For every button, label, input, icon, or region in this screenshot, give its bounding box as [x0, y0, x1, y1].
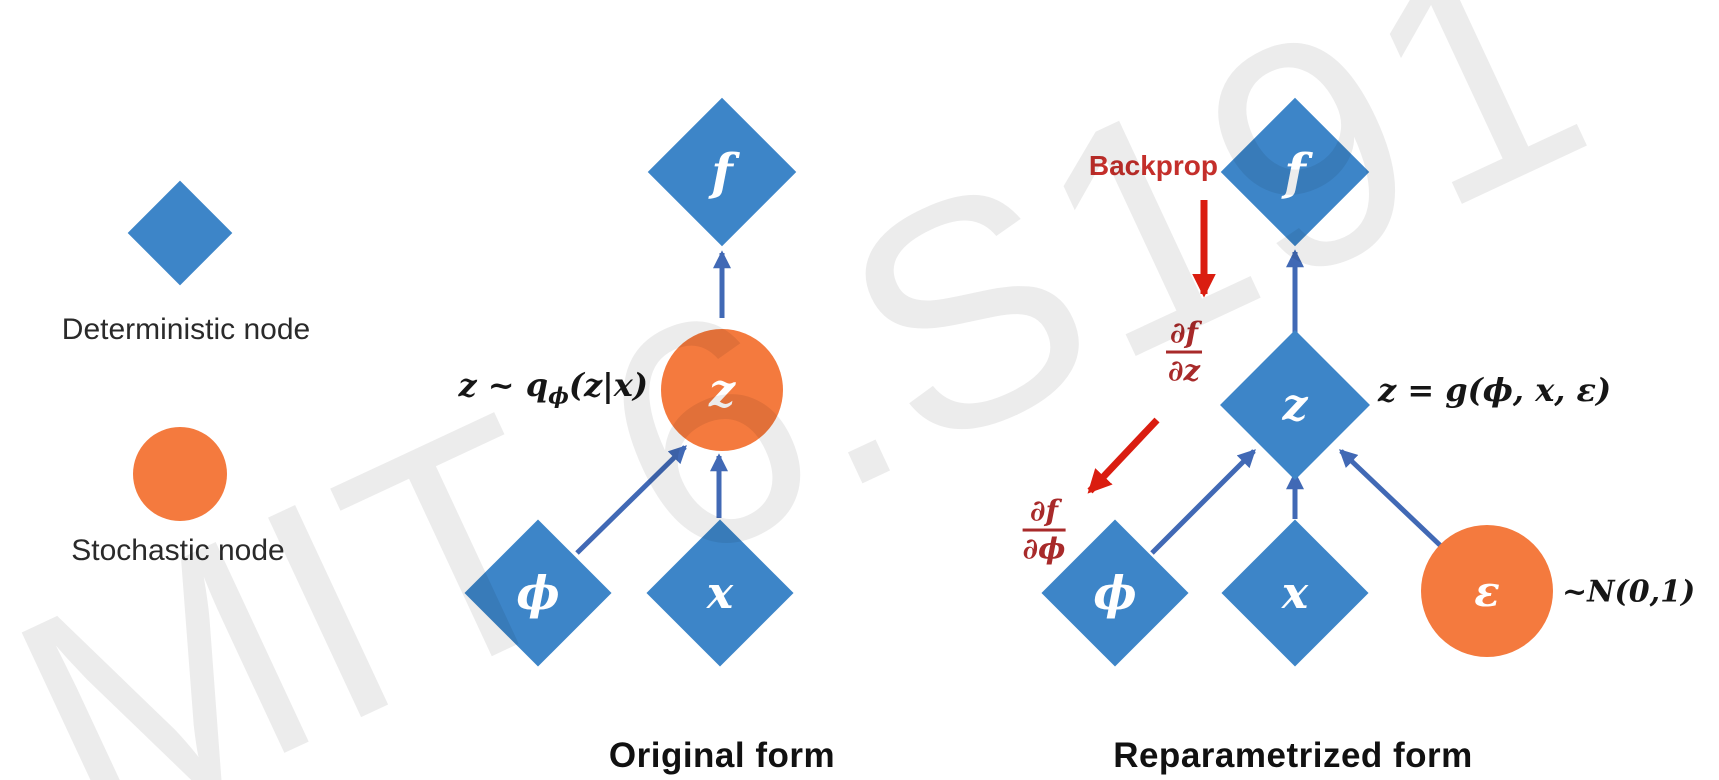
df-dphi-denominator: ∂ϕ [1022, 532, 1066, 566]
arrow-backprop-diagonal [1087, 417, 1160, 494]
df-dphi-numerator: ∂f [1022, 494, 1066, 532]
arrow-eps-to-z-reparam [1339, 449, 1445, 550]
node-x-original-label: x [706, 567, 734, 619]
circle-icon [661, 329, 783, 451]
node-phi-reparam: ϕ [1041, 519, 1189, 667]
legend-stochastic-node-icon [133, 427, 227, 521]
node-x-reparam: x [1221, 519, 1369, 667]
node-epsilon-reparam-label: ε [1474, 566, 1500, 616]
node-phi-original: ϕ [464, 519, 612, 667]
node-z-reparam-label: z [1282, 379, 1308, 431]
legend-deterministic-label: Deterministic node [61, 313, 311, 346]
node-f-original-label: f [711, 142, 733, 202]
z-distribution-subscript: ϕ [548, 383, 569, 410]
df-dz-fraction: ∂f ∂z [1166, 316, 1202, 388]
legend-deterministic-node-icon [127, 180, 233, 286]
node-x-original: x [646, 519, 794, 667]
node-x-reparam-label: x [1281, 567, 1309, 619]
node-z-original: z [661, 329, 783, 451]
arrow-phi-to-z-original [575, 445, 687, 555]
z-distribution-label: z ~ qϕ(z|x) [458, 366, 648, 407]
node-phi-reparam-label: ϕ [1093, 566, 1137, 620]
df-dphi-fraction: ∂f ∂ϕ [1022, 494, 1066, 566]
z-equation-label: z = g(ϕ, x, ε) [1378, 371, 1612, 409]
df-dz-numerator: ∂f [1166, 316, 1202, 354]
node-f-reparam-label: f [1284, 142, 1306, 202]
backprop-label: Backprop [1088, 150, 1218, 181]
circle-icon [1421, 525, 1553, 657]
reparametrized-form-caption: Reparametrized form [1113, 736, 1473, 775]
z-distribution-suffix: (z|x) [568, 366, 648, 404]
circle-icon [133, 427, 227, 521]
node-f-reparam: f [1220, 97, 1370, 247]
node-f-original: f [647, 97, 797, 247]
z-distribution-prefix: z ~ q [458, 366, 549, 404]
epsilon-distribution-label: ~N(0,1) [1562, 574, 1696, 610]
node-epsilon-reparam: ε [1421, 525, 1553, 657]
node-phi-original-label: ϕ [516, 566, 560, 620]
node-z-original-label: z [708, 363, 736, 417]
arrow-phi-to-z-reparam [1150, 449, 1256, 555]
original-form-caption: Original form [608, 736, 836, 775]
diamond-icon [127, 180, 233, 286]
legend-stochastic-label: Stochastic node [71, 534, 285, 567]
df-dz-denominator: ∂z [1168, 354, 1200, 388]
node-z-reparam: z [1220, 330, 1370, 480]
